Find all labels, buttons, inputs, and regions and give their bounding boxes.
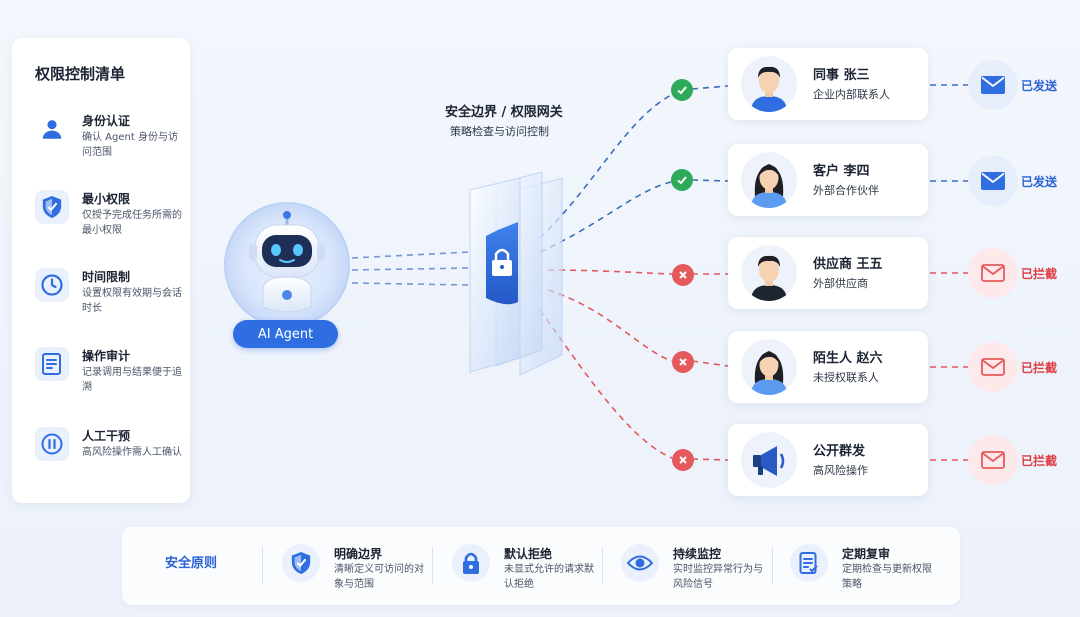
principles-label: 安全原则 [165,556,218,571]
checklist-item-audit: 操作审计 记录调用与结果便于追溯 [35,347,185,407]
checklist-item-title: 操作审计 [82,349,131,363]
contact-name: 陌生人 赵六 [813,351,883,366]
checklist-item-identity: 身份认证 确认 Agent 身份与访问范围 [35,112,185,172]
contact-role: 高风险操作 [813,464,868,477]
clock-icon [35,268,69,302]
allowed-check-icon [671,79,693,101]
checklist-item-least-privilege: 最小权限 仅授予完成任务所需的最小权限 [35,190,185,250]
checklist-title: 权限控制清单 [35,65,126,83]
checklist-icon [790,544,828,582]
principle-periodic-review: 定期复审 定期检查与更新权限策略 [790,540,960,596]
gateway-title: 安全边界 / 权限网关 [445,105,563,120]
checklist-item-manual-intervention: 人工干预 高风险操作需人工确认 [35,427,185,487]
checklist-item-title: 时间限制 [82,270,131,284]
status-blocked: 已拦截 [1021,361,1058,375]
checklist-item-title: 身份认证 [82,114,131,128]
shield-lock-icon [469,171,563,376]
allowed-check-icon [671,169,693,191]
man-avatar-icon [741,245,797,301]
checklist-item-time-limit: 时间限制 设置权限有效期与会话时长 [35,268,185,328]
pause-icon [35,427,69,461]
principle-title: 默认拒绝 [504,547,553,561]
checklist-item-desc: 设置权限有效期与会话时长 [82,288,182,314]
contact-role: 企业内部联系人 [813,88,890,101]
contact-name: 供应商 王五 [813,257,883,272]
principle-desc: 未显式允许的请求默认拒绝 [504,564,594,590]
principle-default-deny: 默认拒绝 未显式允许的请求默认拒绝 [452,540,622,596]
blocked-cross-icon [672,264,694,286]
gateway-subtitle: 策略检查与访问控制 [450,125,549,138]
contact-name: 客户 李四 [813,164,870,179]
mail-sent-icon [968,60,1018,110]
eye-icon [621,544,659,582]
mail-sent-icon [968,156,1018,206]
divider [432,547,433,585]
checklist-item-desc: 记录调用与结果便于追溯 [82,367,182,393]
man-avatar-icon [741,56,797,112]
contact-card-lisi: 客户 李四 外部合作伙伴 [728,144,928,216]
divider [772,547,773,585]
principle-desc: 实时监控异常行为与风险信号 [673,564,763,590]
mail-blocked-icon [968,248,1018,298]
principle-desc: 清晰定义可访问的对象与范围 [334,564,424,590]
status-sent: 已发送 [1021,175,1058,189]
agent-label: AI Agent [233,320,338,348]
user-icon [35,112,69,146]
contact-card-zhangsan: 同事 张三 企业内部联系人 [728,48,928,120]
checklist-item-title: 人工干预 [82,429,131,443]
megaphone-icon [741,432,797,488]
shield-check-icon [35,190,69,224]
checklist-item-desc: 高风险操作需人工确认 [82,447,182,458]
mail-blocked-icon [968,342,1018,392]
mail-blocked-icon [968,435,1018,485]
contact-role: 外部供应商 [813,277,868,290]
divider [262,547,263,585]
principle-desc: 定期检查与更新权限策略 [842,564,932,590]
contact-name: 同事 张三 [813,68,870,83]
principle-continuous-monitoring: 持续监控 实时监控异常行为与风险信号 [621,540,791,596]
checklist-item-desc: 确认 Agent 身份与访问范围 [82,132,178,158]
blocked-cross-icon [672,449,694,471]
status-sent: 已发送 [1021,79,1058,93]
principle-title: 明确边界 [334,547,383,561]
checklist-item-title: 最小权限 [82,192,131,206]
contact-card-wangwu: 供应商 王五 外部供应商 [728,237,928,309]
contact-card-zhaoliu: 陌生人 赵六 未授权联系人 [728,331,928,403]
audit-log-icon [35,347,69,381]
principle-title: 持续监控 [673,547,722,561]
woman-avatar-icon [741,152,797,208]
woman-avatar-icon [741,339,797,395]
contact-role: 外部合作伙伴 [813,184,879,197]
shield-icon [282,544,320,582]
lock-icon [452,544,490,582]
robot-icon [224,202,350,328]
contact-card-public-broadcast: 公开群发 高风险操作 [728,424,928,496]
status-blocked: 已拦截 [1021,267,1058,281]
checklist-item-desc: 仅授予完成任务所需的最小权限 [82,210,182,236]
principle-clear-boundary: 明确边界 清晰定义可访问的对象与范围 [282,540,452,596]
divider [602,547,603,585]
contact-name: 公开群发 [813,444,866,459]
status-blocked: 已拦截 [1021,454,1058,468]
contact-role: 未授权联系人 [813,371,879,384]
blocked-cross-icon [672,351,694,373]
principle-title: 定期复审 [842,547,891,561]
